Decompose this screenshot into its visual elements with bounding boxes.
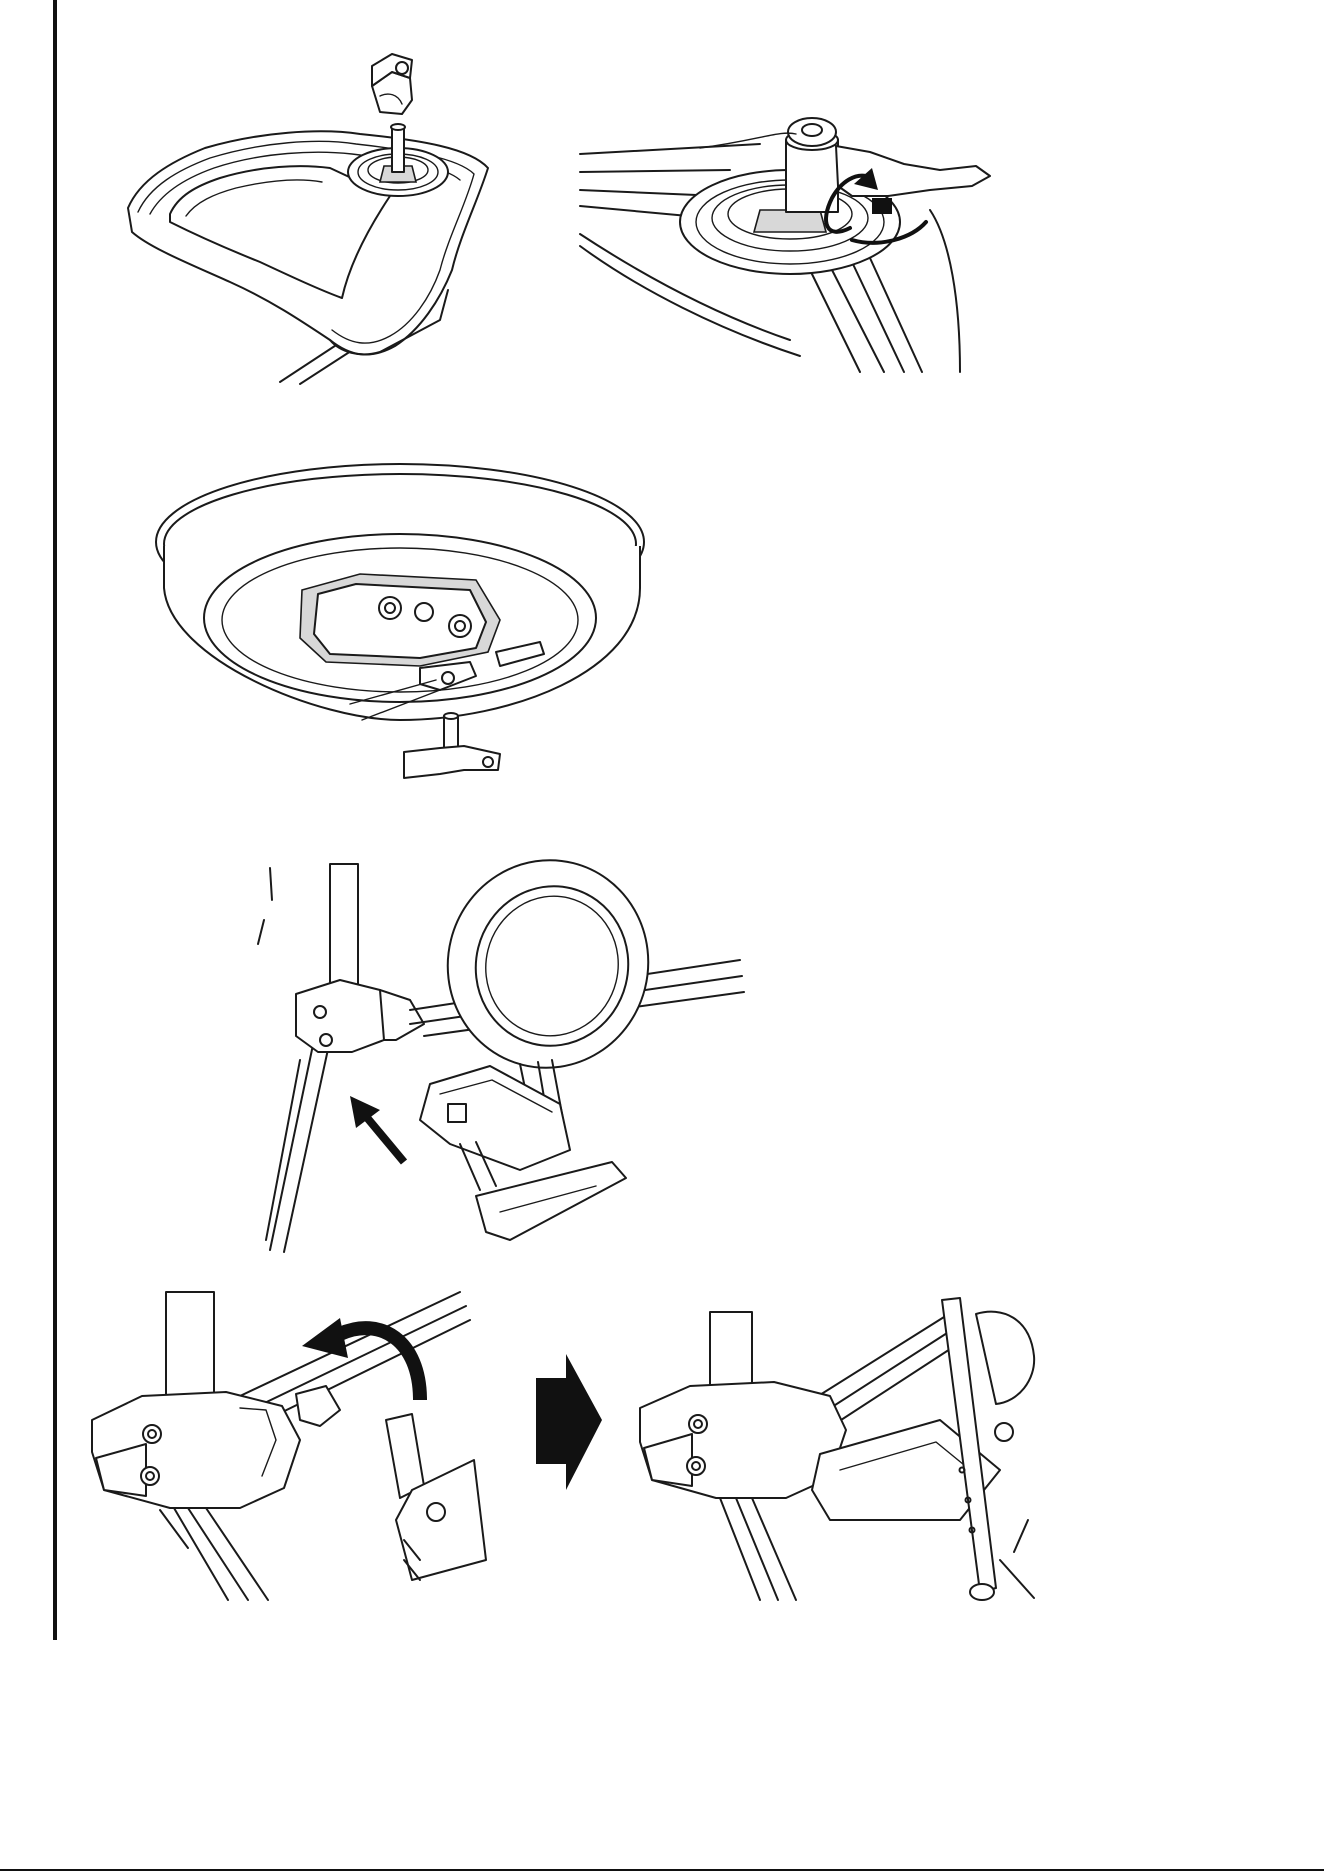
margin-rule <box>53 0 57 1640</box>
figure-bracket-attached <box>640 1298 1034 1600</box>
figure-pad-underside <box>156 464 644 778</box>
figure-pad-base-clamp <box>128 54 488 384</box>
next-step-arrow-icon <box>536 1354 602 1490</box>
figure-mount-pad-stand <box>258 839 744 1252</box>
push-arrow-icon <box>350 1096 404 1162</box>
figure-hook-rotate <box>92 1292 486 1600</box>
clamp-part <box>372 54 412 114</box>
drum-key-icon <box>404 713 500 778</box>
figure-clamp-rotate <box>580 118 990 372</box>
